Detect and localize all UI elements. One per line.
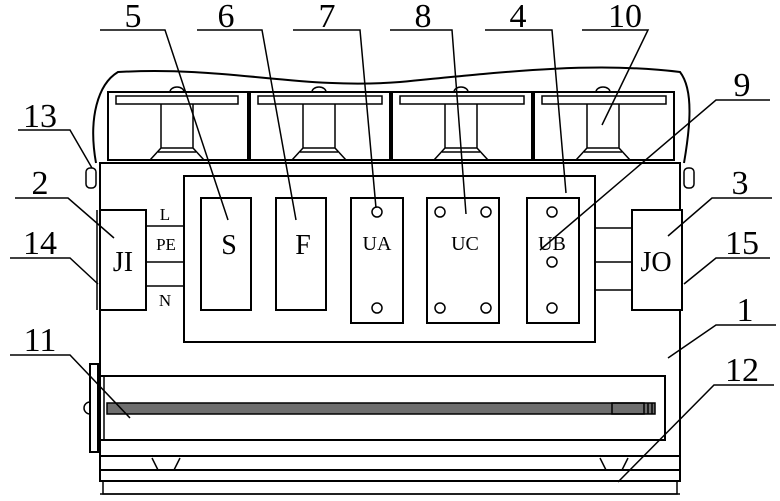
unit-a-label: UA xyxy=(363,233,392,255)
wire-label-earth: PE xyxy=(156,235,176,254)
callout-14: 14 xyxy=(23,225,57,262)
callout-4: 4 xyxy=(510,0,527,35)
callout-13: 13 xyxy=(23,98,57,135)
callout-2: 2 xyxy=(32,165,49,202)
callout-7: 7 xyxy=(319,0,336,35)
callout-9: 9 xyxy=(734,67,751,104)
leader-lines xyxy=(10,29,776,483)
switch-block xyxy=(200,197,252,311)
drawer-frame xyxy=(99,375,666,441)
base-plate xyxy=(99,455,681,495)
top-cover xyxy=(92,66,691,164)
fuse-label: F xyxy=(295,230,311,261)
unit-b-block xyxy=(526,197,580,324)
fuse-block xyxy=(275,197,327,311)
callout-15: 15 xyxy=(725,225,759,262)
unit-a-block xyxy=(350,197,404,324)
switch-label: S xyxy=(221,230,237,261)
callout-1: 1 xyxy=(737,292,754,329)
callout-10: 10 xyxy=(608,0,642,35)
callout-8: 8 xyxy=(415,0,432,35)
input-terminal-block xyxy=(99,209,147,311)
unit-b-label: UB xyxy=(538,233,566,255)
callout-5: 5 xyxy=(125,0,142,35)
wire-label-neutral: N xyxy=(159,291,171,310)
callout-6: 6 xyxy=(218,0,235,35)
callout-11: 11 xyxy=(24,322,57,359)
input-wires xyxy=(146,225,184,287)
callout-3: 3 xyxy=(732,165,749,202)
unit-c-label: UC xyxy=(451,233,479,255)
callout-12: 12 xyxy=(725,352,759,389)
output-wires xyxy=(595,227,632,291)
top-compartments xyxy=(107,86,675,161)
unit-c-block xyxy=(426,197,500,324)
side-hinges xyxy=(85,167,695,189)
wire-label-live: L xyxy=(160,205,170,224)
slide-rod xyxy=(106,402,656,415)
input-terminal-label: JI xyxy=(113,247,133,278)
output-terminal-label: JO xyxy=(640,247,671,278)
drawer-handle xyxy=(83,363,105,453)
component-panel xyxy=(183,175,596,343)
callout-numbers: 5 6 7 8 4 10 9 13 2 14 3 15 1 11 12 xyxy=(23,0,759,389)
